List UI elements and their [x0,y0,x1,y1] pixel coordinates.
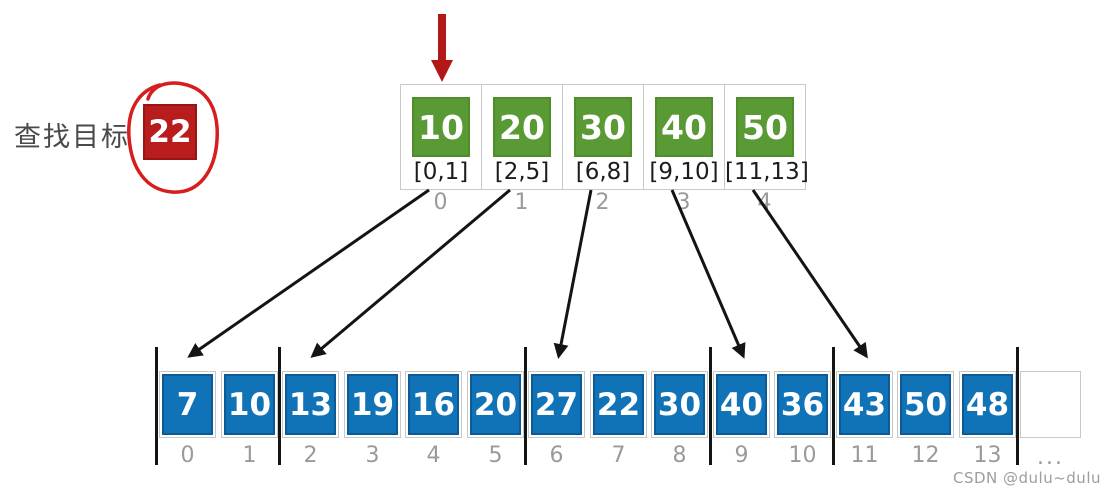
array-cell: 50 [897,371,954,438]
search-target-value: 22 [148,114,192,150]
block-index-label: 0 [433,190,448,215]
block-index-label: 1 [514,190,529,215]
ellipsis-label: ... [1037,445,1064,470]
block-divider-line [155,347,158,465]
array-value-box: 36 [777,374,828,435]
array-cell: 10 [221,371,278,438]
index-block-cell: 40[9,10] [643,84,725,190]
array-cell: 27 [528,371,585,438]
block-range-label: [2,5] [494,159,550,185]
mapping-arrow [187,188,430,358]
index-block-cell: 30[6,8] [562,84,644,190]
array-cell-empty [1020,371,1081,438]
array-cell: 19 [344,371,401,438]
array-value-box: 50 [900,374,951,435]
array-index-label: 6 [549,443,564,468]
array-value-box: 40 [716,374,767,435]
block-index-label: 4 [757,190,772,215]
array-cell: 22 [590,371,647,438]
block-value-box: 50 [736,97,794,157]
array-value-box: 10 [224,374,275,435]
array-cell: 30 [651,371,708,438]
block-value-box: 20 [493,97,551,157]
block-value-box: 10 [412,97,470,157]
block-index-label: 2 [595,190,610,215]
array-value-box: 22 [593,374,644,435]
block-value-box: 30 [574,97,632,157]
array-value-box: 27 [531,374,582,435]
array-value-box: 48 [962,374,1013,435]
block-divider-line [278,347,281,465]
watermark: CSDN @dulu~dulu [952,469,1101,487]
array-value-box: 30 [654,374,705,435]
array-index-label: 3 [365,443,380,468]
array-index-label: 9 [734,443,749,468]
array-cell: 16 [405,371,462,438]
array-index-label: 13 [973,443,1002,468]
array-value-box: 13 [285,374,336,435]
array-index-label: 12 [911,443,940,468]
array-index-label: 10 [788,443,817,468]
array-cell: 7 [159,371,216,438]
block-divider-line [708,347,712,465]
array-value-box: 16 [408,374,459,435]
block-range-label: [6,8] [575,159,631,185]
search-target-box: 22 [143,104,197,160]
block-divider-line [524,347,527,465]
index-block-cell: 10[0,1] [400,84,482,190]
array-index-label: 5 [488,443,503,468]
array-index-label: 1 [242,443,257,468]
array-cell: 40 [713,371,770,438]
block-divider-line [831,347,835,465]
block-divider-line [1016,347,1019,465]
block-value-box: 40 [655,97,713,157]
block-range-label: [11,13] [725,159,809,185]
array-index-label: 7 [611,443,626,468]
array-index-label: 0 [180,443,195,468]
array-value-box: 7 [162,374,213,435]
index-block-cell: 50[11,13] [724,84,809,190]
array-index-label: 2 [303,443,318,468]
array-cell: 48 [959,371,1016,438]
block-range-label: [9,10] [649,159,719,185]
array-value-box: 43 [839,374,890,435]
search-target-label: 查找目标 [14,122,130,153]
array-cell: 36 [774,371,831,438]
array-index-label: 4 [426,443,441,468]
array-index-label: 11 [850,443,879,468]
block-range-label: [0,1] [413,159,469,185]
block-index-label: 3 [676,190,691,215]
index-block-cell: 20[2,5] [481,84,563,190]
red-down-arrow-icon [431,14,453,82]
array-value-box: 20 [470,374,521,435]
array-cell: 20 [467,371,524,438]
array-cell: 43 [836,371,893,438]
array-value-box: 19 [347,374,398,435]
array-cell: 13 [282,371,339,438]
array-index-label: 8 [672,443,687,468]
